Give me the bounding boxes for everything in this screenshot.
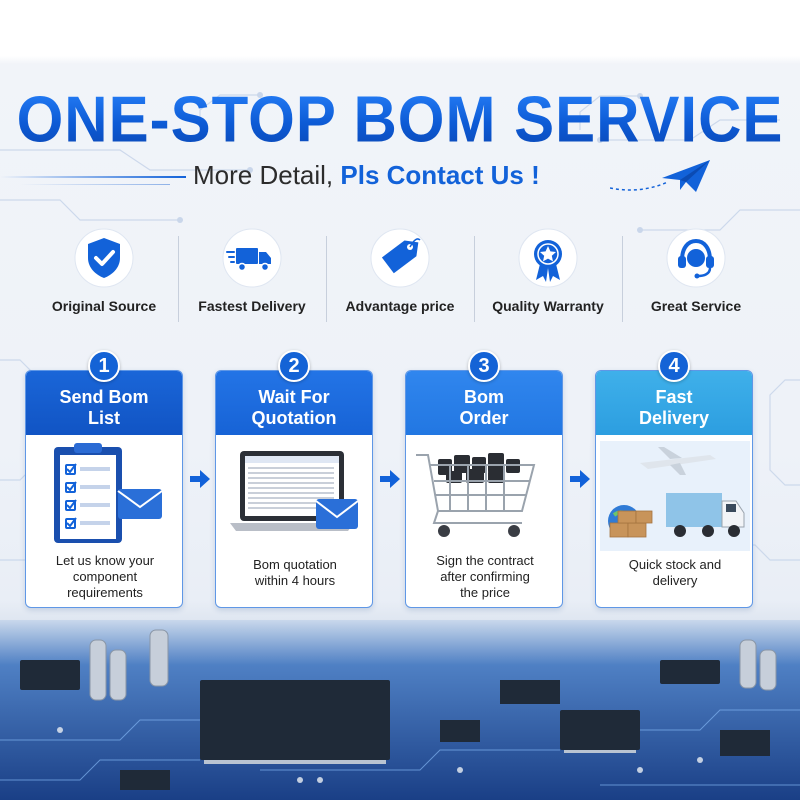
paper-plane-icon: [662, 160, 710, 192]
divider: [622, 236, 623, 322]
clipboard-checklist-icon: [54, 443, 163, 543]
step-desc-line: Let us know your: [55, 553, 155, 568]
step-card: Fast Delivery: [595, 370, 753, 608]
step-desc-line: after confirming: [440, 569, 530, 584]
step-desc-line: Sign the contract: [436, 553, 534, 568]
step-bom-order: 3 Bom Order: [405, 350, 563, 608]
step-card: Bom Order Sign: [405, 370, 563, 608]
step-number-badge: 1: [88, 350, 120, 382]
circuit-board-image: [0, 620, 800, 800]
step-description: Quick stock and delivery: [602, 557, 748, 589]
step-number-badge: 3: [468, 350, 500, 382]
feature-label: Advantage price: [345, 298, 455, 314]
arrow-right-icon: [570, 470, 590, 488]
step-description: Sign the contract after confirming the p…: [412, 553, 558, 601]
step-description: Bom quotation within 4 hours: [222, 557, 368, 589]
step-number-badge: 2: [278, 350, 310, 382]
step-title-line1: Bom: [464, 387, 504, 407]
feature-label: Fastest Delivery: [198, 298, 306, 314]
step-desc-line: requirements: [67, 585, 143, 600]
shield-check-icon: [74, 228, 134, 288]
step-desc-line: Quick stock and: [628, 557, 722, 572]
step-send-bom-list: 1 Send Bom List: [25, 350, 183, 608]
divider: [474, 236, 475, 322]
step-fast-delivery: 4 Fast Delivery: [595, 350, 753, 608]
step-description: Let us know your component requirements: [32, 553, 178, 601]
divider: [178, 236, 179, 322]
step-title-line2: Quotation: [251, 408, 337, 428]
logistics-delivery-icon: [600, 441, 750, 551]
feature-label: Quality Warranty: [492, 298, 604, 314]
step-title-line2: List: [87, 408, 120, 428]
step-title-line1: Fast: [655, 387, 693, 407]
circuit-traces-background: [0, 92, 800, 561]
page-title: ONE-STOP BOM SERVICE: [0, 82, 800, 157]
subtitle-decor-line-secondary: [20, 184, 170, 185]
feature-label: Original Source: [51, 298, 157, 314]
shopping-cart-components-icon: [416, 453, 536, 537]
step-title-line2: Order: [459, 408, 509, 428]
feature-great-service: Great Service: [622, 228, 770, 328]
feature-label: Great Service: [650, 298, 742, 314]
headset-icon: [666, 228, 726, 288]
delivery-truck-icon: [222, 228, 282, 288]
price-tag-icon: [370, 228, 430, 288]
arrow-right-icon: [190, 470, 210, 488]
arrow-right-icon: [380, 470, 400, 488]
step-desc-line: component: [72, 569, 138, 584]
contact-us-link[interactable]: Pls Contact Us !: [340, 160, 540, 190]
step-title-line2: Delivery: [638, 408, 710, 428]
step-header: Wait For Quotation: [216, 371, 372, 435]
step-wait-for-quotation: 2 Wait For Quotation: [215, 350, 373, 608]
laptop-quotation-icon: [230, 451, 359, 531]
features-row: Original Source Fastest Delivery Advan: [30, 228, 770, 328]
step-desc-line: the price: [460, 585, 510, 600]
step-desc-line: Bom quotation: [253, 557, 337, 572]
subtitle-text: More Detail,: [193, 160, 341, 190]
step-number-badge: 4: [658, 350, 690, 382]
subtitle: More Detail, Pls Contact Us !: [193, 160, 540, 191]
step-card: Send Bom List: [25, 370, 183, 608]
step-title-line1: Send Bom: [59, 387, 149, 407]
step-desc-line: delivery: [652, 573, 698, 588]
divider: [326, 236, 327, 322]
feature-fastest-delivery: Fastest Delivery: [178, 228, 326, 328]
feature-quality-warranty: Quality Warranty: [474, 228, 622, 328]
step-title-line1: Wait For: [258, 387, 330, 407]
feature-original-source: Original Source: [30, 228, 178, 328]
award-badge-icon: [518, 228, 578, 288]
subtitle-decor-line: [0, 176, 186, 178]
dashed-trail-icon: [610, 181, 669, 191]
feature-advantage-price: Advantage price: [326, 228, 474, 328]
step-card: Wait For Quotation Bom quotat: [215, 370, 373, 608]
step-desc-line: within 4 hours: [254, 573, 336, 588]
